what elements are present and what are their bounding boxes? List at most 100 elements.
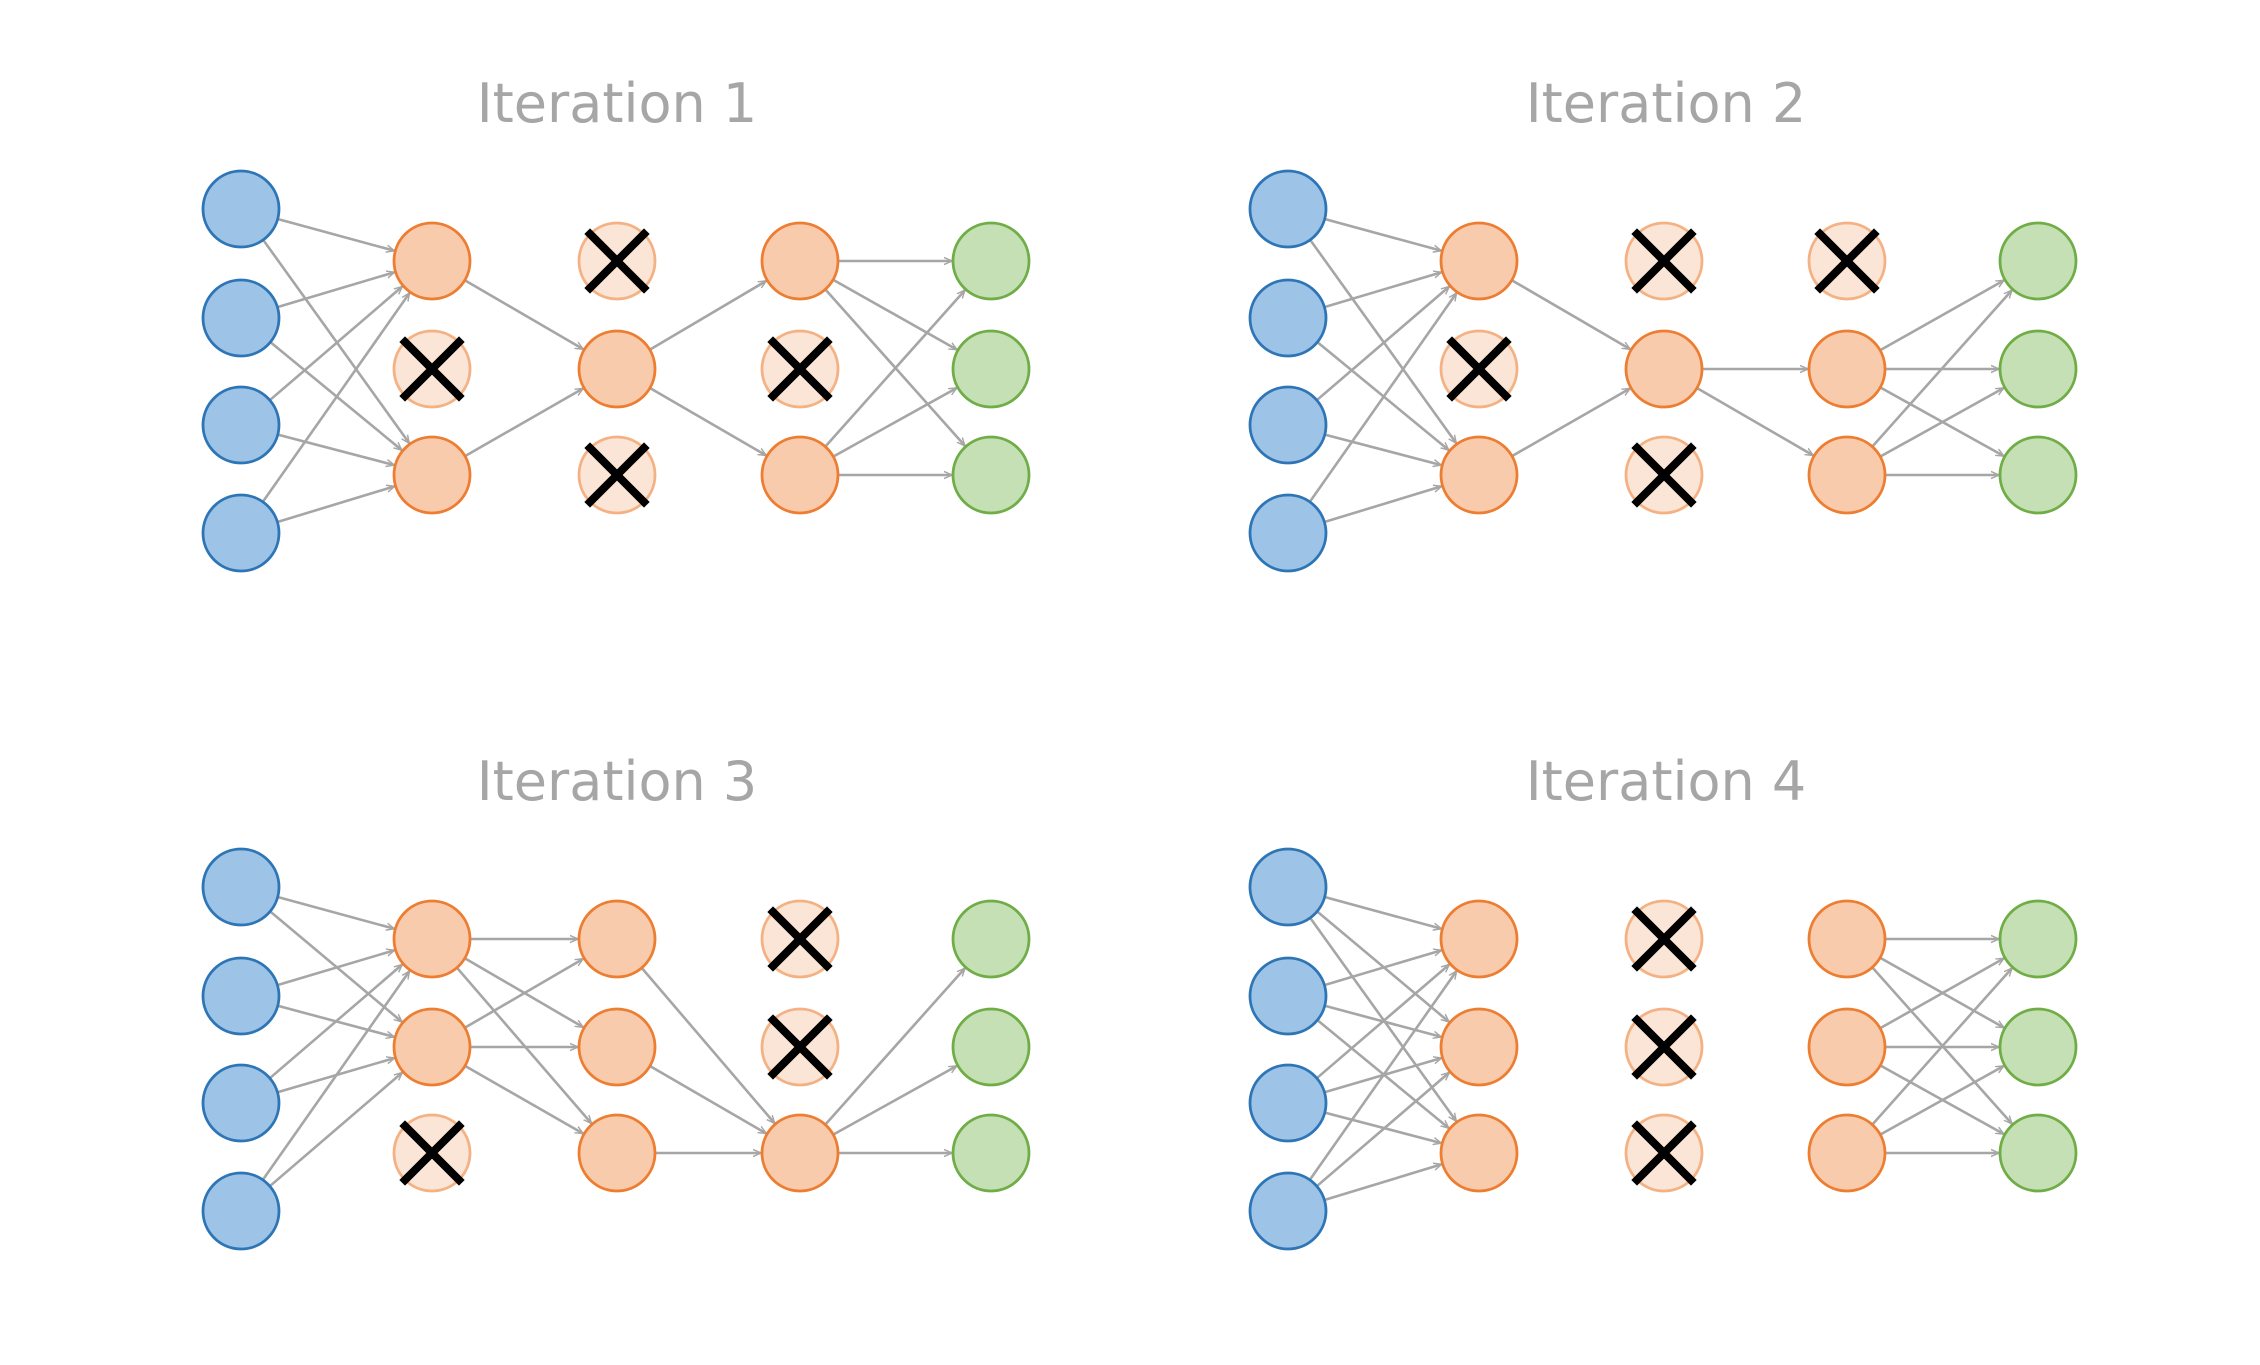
output-neuron	[951, 221, 1031, 301]
output-neuron	[1998, 1007, 2078, 1087]
connection-arrow	[1324, 486, 1441, 524]
panel-iteration-4: Iteration 4	[1248, 750, 2078, 1251]
connection-arrow	[268, 286, 403, 402]
output-neuron	[1998, 221, 2078, 301]
connection-arrow	[1324, 272, 1441, 309]
connection-arrow	[464, 957, 584, 1029]
output-neuron	[951, 899, 1031, 979]
cross-icon	[767, 336, 833, 402]
hidden-neuron	[1624, 329, 1704, 409]
hidden-neuron	[1439, 1007, 1519, 1087]
connection-arrow	[1511, 387, 1630, 458]
panel-title: Iteration 4	[1526, 750, 1807, 813]
connection-arrow	[277, 895, 395, 929]
panel-iteration-2: Iteration 2	[1248, 72, 2078, 573]
edges	[1308, 217, 2012, 524]
input-neuron	[201, 493, 281, 573]
connection-arrow	[261, 293, 411, 503]
output-neuron	[951, 435, 1031, 515]
connection-arrow	[1879, 279, 2004, 352]
cross-icon	[767, 906, 833, 972]
input-neuron	[1248, 1063, 1328, 1143]
connection-arrow	[1324, 1164, 1441, 1202]
connection-arrow	[277, 486, 394, 524]
connection-arrow	[1324, 217, 1442, 251]
connection-arrow	[640, 967, 775, 1124]
hidden-neuron	[1807, 435, 1887, 515]
connection-arrow	[464, 1064, 583, 1135]
hidden-neuron	[1807, 899, 1887, 979]
cross-icon	[1631, 906, 1697, 972]
connection-arrow	[832, 278, 957, 351]
output-neuron	[1998, 329, 2078, 409]
neurons	[201, 169, 1031, 573]
connection-arrow	[1315, 286, 1450, 402]
connection-arrow	[277, 433, 395, 466]
cross-icon	[584, 442, 650, 508]
hidden-neuron	[1807, 329, 1887, 409]
connection-arrow	[1871, 968, 2012, 1126]
hidden-neuron	[392, 221, 472, 301]
input-neuron	[201, 385, 281, 465]
connection-arrow	[832, 1064, 957, 1136]
cross-icon	[1631, 442, 1697, 508]
input-neuron	[201, 1171, 281, 1251]
input-neuron	[1248, 385, 1328, 465]
cross-icon	[1631, 228, 1697, 294]
hidden-neuron	[1807, 1113, 1887, 1193]
hidden-neuron	[577, 1113, 657, 1193]
hidden-neuron	[392, 435, 472, 515]
cross-icon	[1631, 1120, 1697, 1186]
output-neuron	[1998, 1113, 2078, 1193]
input-neuron	[201, 956, 281, 1036]
input-neuron	[201, 1063, 281, 1143]
input-neuron	[1248, 1171, 1328, 1251]
connection-arrow	[1324, 433, 1442, 466]
panel-title: Iteration 2	[1526, 72, 1807, 135]
neurons	[1248, 169, 2078, 573]
input-neuron	[1248, 493, 1328, 573]
edges	[1308, 895, 2012, 1202]
connection-arrow	[1879, 957, 2004, 1030]
input-neuron	[201, 169, 281, 249]
connection-arrow	[277, 217, 395, 251]
hidden-neuron	[1807, 1007, 1887, 1087]
connection-arrow	[464, 279, 584, 351]
edges	[261, 217, 965, 524]
input-neuron	[1248, 278, 1328, 358]
cross-icon	[399, 336, 465, 402]
connection-arrow	[824, 290, 965, 448]
connection-arrow	[649, 386, 766, 457]
output-neuron	[951, 329, 1031, 409]
hidden-neuron	[1439, 221, 1519, 301]
neurons	[1248, 847, 2078, 1251]
hidden-neuron	[392, 899, 472, 979]
connection-arrow	[649, 279, 767, 351]
cross-icon	[584, 228, 650, 294]
input-neuron	[1248, 956, 1328, 1036]
edges	[261, 895, 965, 1188]
cross-icon	[399, 1120, 465, 1186]
panel-iteration-1: Iteration 1	[201, 72, 1031, 573]
connection-arrow	[1308, 971, 1458, 1181]
panel-iteration-3: Iteration 3	[201, 750, 1031, 1251]
cross-icon	[1446, 336, 1512, 402]
hidden-neuron	[760, 435, 840, 515]
hidden-neuron	[760, 1113, 840, 1193]
cross-icon	[1814, 228, 1880, 294]
connection-arrow	[1511, 279, 1631, 351]
connection-arrow	[261, 971, 411, 1181]
connection-arrow	[1696, 386, 1813, 457]
connection-arrow	[1879, 1064, 2004, 1136]
output-neuron	[1998, 899, 2078, 979]
hidden-neuron	[760, 221, 840, 301]
input-neuron	[201, 847, 281, 927]
hidden-neuron	[1439, 1113, 1519, 1193]
panel-title: Iteration 3	[477, 750, 758, 813]
output-neuron	[1998, 435, 2078, 515]
hidden-neuron	[1439, 435, 1519, 515]
connection-arrow	[1315, 1072, 1450, 1188]
cross-icon	[767, 1014, 833, 1080]
connection-arrow	[277, 272, 394, 309]
